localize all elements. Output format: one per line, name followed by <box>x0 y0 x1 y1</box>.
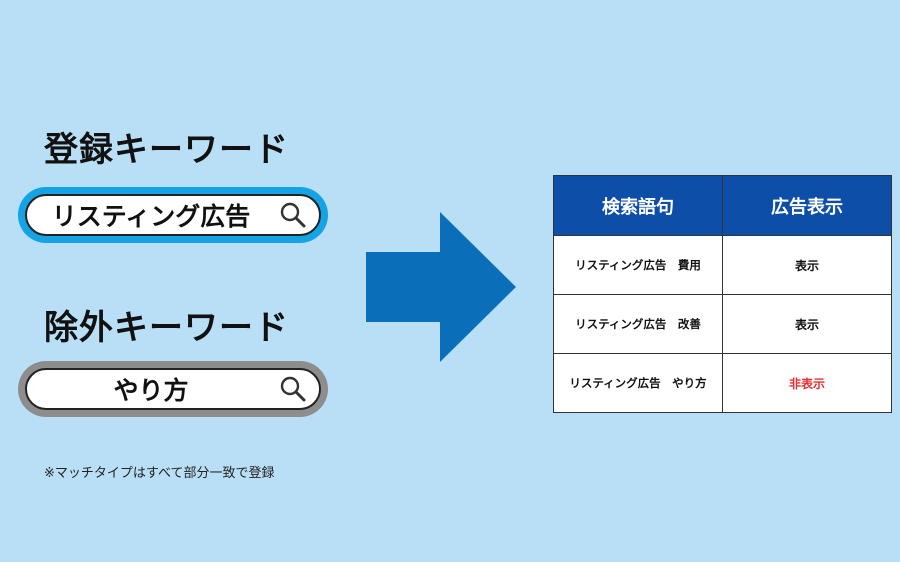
search-result-table: 検索語句 広告表示 リスティング広告 費用 表示 リスティング広告 改善 表示 … <box>553 175 892 413</box>
ad-display-cell: 表示 <box>722 294 892 354</box>
header-search-query: 検索語句 <box>553 175 723 236</box>
right-arrow-icon <box>366 212 516 362</box>
search-query-cell: リスティング広告 改善 <box>553 294 723 354</box>
excluded-keyword-searchbox: やり方 <box>18 361 328 417</box>
table-row: リスティング広告 改善 表示 <box>553 294 892 354</box>
search-query-cell: リスティング広告 やり方 <box>553 353 723 413</box>
table-row: リスティング広告 やり方 非表示 <box>553 353 892 413</box>
table-header-row: 検索語句 広告表示 <box>553 175 892 236</box>
ad-display-cell: 非表示 <box>722 353 892 413</box>
search-query-cell: リスティング広告 費用 <box>553 235 723 295</box>
registered-keyword-heading: 登録キーワード <box>44 130 289 170</box>
header-ad-display: 広告表示 <box>722 175 892 236</box>
registered-keyword-searchbox: リスティング広告 <box>18 187 328 243</box>
excluded-keyword-heading: 除外キーワード <box>44 308 289 348</box>
ad-display-cell: 表示 <box>722 235 892 295</box>
match-type-note: ※マッチタイプはすべて部分一致で登録 <box>44 466 275 481</box>
excluded-keyword-text: やり方 <box>113 376 189 405</box>
search-field: やり方 <box>25 368 321 410</box>
search-icon <box>280 202 306 228</box>
search-icon <box>280 376 306 402</box>
registered-keyword-text: リスティング広告 <box>51 202 251 231</box>
search-field: リスティング広告 <box>25 194 321 236</box>
table-row: リスティング広告 費用 表示 <box>553 235 892 295</box>
